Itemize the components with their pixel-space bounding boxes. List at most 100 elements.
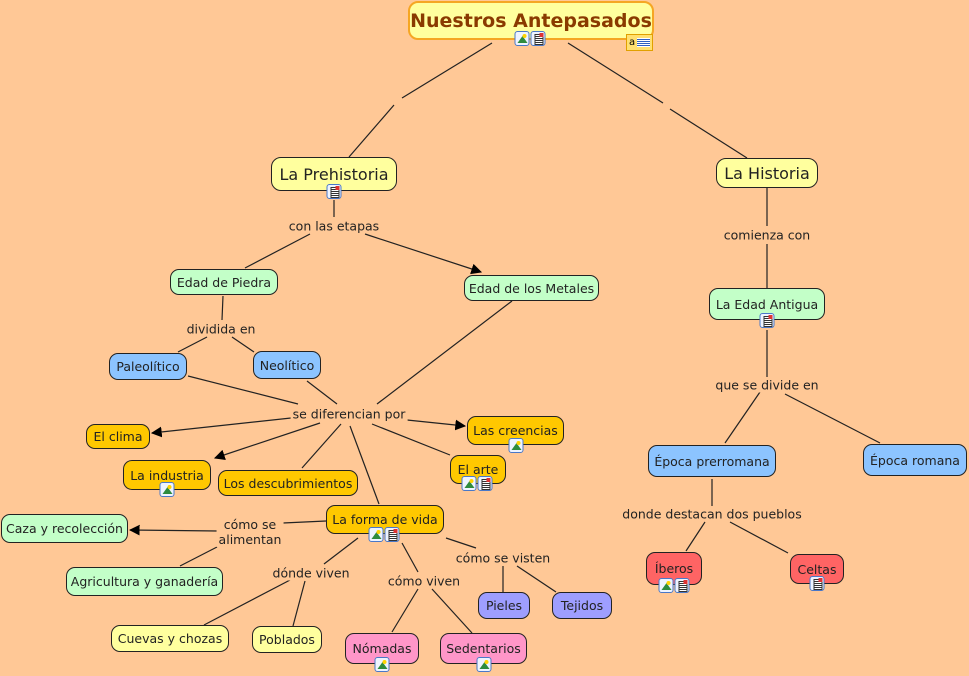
link-phrase-romana bbox=[784, 393, 881, 444]
node-clima[interactable]: El clima bbox=[86, 424, 150, 449]
link-phrase-metales bbox=[364, 233, 483, 275]
phrase-con-las-etapas[interactable]: con las etapas bbox=[286, 218, 382, 234]
image-icon[interactable] bbox=[368, 527, 384, 542]
prehistoria-resources bbox=[326, 184, 342, 199]
phrase-dividida-en[interactable]: dividida en bbox=[184, 321, 258, 337]
node-romana[interactable]: Época romana bbox=[863, 444, 967, 476]
link-paleolitico-phrase bbox=[187, 375, 299, 405]
link-phrase-formavida bbox=[349, 425, 380, 505]
creencias-resources bbox=[508, 438, 524, 453]
node-caza[interactable]: Caza y recolección bbox=[1, 514, 128, 543]
node-neolitico-label: Neolítico bbox=[259, 357, 315, 373]
link-phrase-caza bbox=[128, 524, 219, 536]
image-icon[interactable] bbox=[658, 578, 674, 593]
industria-resources bbox=[159, 482, 175, 497]
node-tejidos-label: Tejidos bbox=[560, 598, 604, 613]
edad-antigua-resources bbox=[759, 313, 775, 328]
node-paleolitico-label: Paleolítico bbox=[116, 359, 180, 374]
link-phrase-cuevas bbox=[203, 578, 293, 626]
node-pieles[interactable]: Pieles bbox=[478, 592, 530, 619]
node-prerromana[interactable]: Época prerromana bbox=[648, 445, 776, 477]
link-phrase-celtas bbox=[729, 521, 789, 554]
node-pieles-label: Pieles bbox=[485, 598, 523, 613]
phrase-comienza-con[interactable]: comienza con bbox=[721, 227, 813, 243]
link-phrase-sedentarios bbox=[431, 588, 473, 634]
pen-icon bbox=[637, 38, 650, 47]
link-metales-phrase bbox=[376, 300, 513, 405]
node-romana-label: Época romana bbox=[870, 452, 960, 468]
node-industria-label: La industria bbox=[130, 467, 204, 483]
node-cuevas[interactable]: Cuevas y chozas bbox=[111, 625, 229, 652]
node-prerromana-label: Época prerromana bbox=[654, 453, 770, 469]
image-icon[interactable] bbox=[159, 482, 175, 497]
node-agricultura-label: Agricultura y ganadería bbox=[70, 574, 219, 589]
sedentarios-resources bbox=[476, 657, 492, 672]
link-phrase-arte bbox=[371, 423, 451, 456]
node-creencias-label: Las creencias bbox=[473, 423, 558, 438]
node-edad-piedra[interactable]: Edad de Piedra bbox=[170, 269, 278, 295]
node-iberos-label: Íberos bbox=[654, 561, 694, 576]
node-neolitico[interactable]: Neolítico bbox=[253, 351, 321, 379]
image-icon[interactable] bbox=[374, 657, 390, 672]
root-resources bbox=[514, 31, 546, 46]
link-phrase-tejidos bbox=[516, 565, 557, 593]
node-root-label: Nuestros Antepasados bbox=[410, 9, 652, 32]
node-caza-label: Caza y recolección bbox=[6, 521, 123, 536]
node-edad-antigua[interactable]: La Edad Antigua bbox=[709, 288, 825, 320]
image-icon[interactable] bbox=[461, 476, 477, 491]
document-icon[interactable] bbox=[384, 527, 400, 542]
node-historia[interactable]: La Historia bbox=[716, 158, 818, 188]
phrase-como-viven[interactable]: cómo viven bbox=[385, 573, 463, 589]
link-phrase-paleolitico bbox=[177, 336, 208, 353]
link-formavida-phrase-comoviven bbox=[401, 542, 419, 573]
image-icon[interactable] bbox=[508, 438, 524, 453]
document-icon[interactable] bbox=[759, 313, 775, 328]
document-icon[interactable] bbox=[530, 31, 546, 46]
link-root-left-b bbox=[348, 104, 395, 158]
node-arte[interactable]: El arte bbox=[450, 455, 506, 484]
image-icon[interactable] bbox=[476, 657, 492, 672]
forma-vida-resources bbox=[368, 527, 400, 542]
document-icon[interactable] bbox=[477, 476, 493, 491]
annotation-letter: a bbox=[629, 37, 636, 48]
link-formavida-phrase-alimentan bbox=[282, 520, 327, 524]
link-phrase-creencias bbox=[406, 419, 467, 431]
iberos-resources bbox=[658, 578, 690, 593]
link-phrase-poblados bbox=[292, 580, 306, 627]
node-edad-metales-label: Edad de los Metales bbox=[468, 280, 595, 296]
node-descubrimientos-label: Los descubrimientos bbox=[223, 475, 353, 491]
node-arte-label: El arte bbox=[457, 462, 499, 477]
link-formavida-phrase-visten bbox=[445, 537, 477, 549]
annotation-icon[interactable]: a bbox=[626, 34, 653, 51]
link-phrase-clima bbox=[150, 417, 292, 438]
phrase-donde-viven[interactable]: dónde viven bbox=[270, 565, 352, 581]
node-prehistoria-label: La Prehistoria bbox=[279, 164, 389, 184]
phrase-se-diferencian-por[interactable]: se diferencian por bbox=[290, 406, 408, 422]
node-sedentarios-label: Sedentarios bbox=[446, 641, 521, 656]
phrase-como-se-visten[interactable]: cómo se visten bbox=[453, 550, 553, 566]
link-root-right-a bbox=[567, 42, 664, 104]
phrase-como-se-alimentan[interactable]: cómo se alimentan bbox=[216, 517, 284, 547]
phrase-que-se-divide-en[interactable]: que se divide en bbox=[713, 377, 821, 393]
link-formavida-phrase-donde bbox=[323, 537, 359, 565]
node-nomadas-label: Nómadas bbox=[352, 641, 412, 656]
node-iberos[interactable]: Íberos bbox=[646, 552, 702, 585]
node-clima-label: El clima bbox=[93, 429, 143, 444]
node-descubrimientos[interactable]: Los descubrimientos bbox=[218, 470, 358, 496]
link-neolitico-phrase bbox=[306, 380, 338, 405]
document-icon[interactable] bbox=[326, 184, 342, 199]
node-tejidos[interactable]: Tejidos bbox=[552, 592, 612, 619]
image-icon[interactable] bbox=[514, 31, 530, 46]
link-root-right-b bbox=[669, 108, 748, 159]
phrase-donde-destacan[interactable]: donde destacan dos pueblos bbox=[620, 506, 804, 522]
node-paleolitico[interactable]: Paleolítico bbox=[109, 353, 187, 380]
link-phrase-prerromana bbox=[724, 391, 761, 444]
node-agricultura[interactable]: Agricultura y ganadería bbox=[66, 567, 223, 596]
celtas-resources bbox=[809, 576, 825, 591]
node-forma-vida-label: La forma de vida bbox=[332, 512, 438, 527]
document-icon[interactable] bbox=[674, 578, 690, 593]
node-edad-metales[interactable]: Edad de los Metales bbox=[464, 275, 599, 301]
node-poblados[interactable]: Poblados bbox=[252, 626, 322, 653]
document-icon[interactable] bbox=[809, 576, 825, 591]
